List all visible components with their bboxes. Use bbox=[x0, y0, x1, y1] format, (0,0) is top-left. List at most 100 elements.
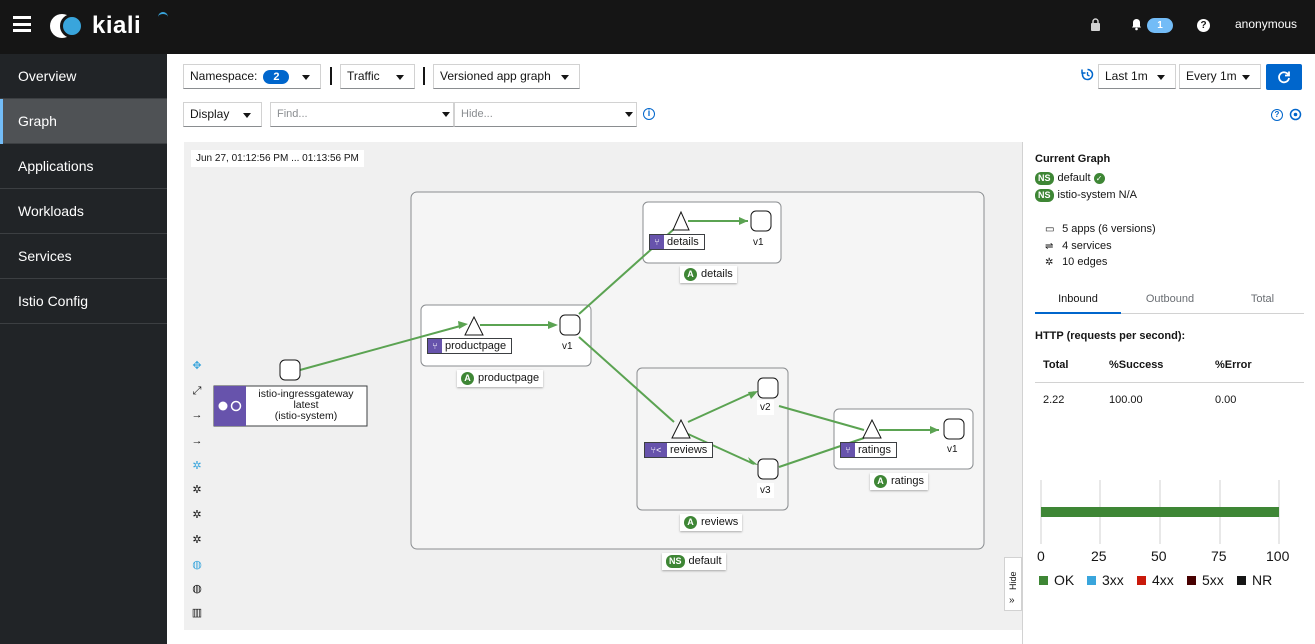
productpage-service-node[interactable]: ⑂productpage bbox=[427, 338, 513, 354]
services-count: ⇌ 4 services bbox=[1045, 240, 1112, 252]
history-icon[interactable] bbox=[1081, 68, 1094, 81]
http-title: HTTP (requests per second): bbox=[1035, 330, 1186, 342]
traffic-label: Traffic bbox=[347, 69, 380, 83]
sidebar-item-overview[interactable]: Overview bbox=[0, 54, 167, 99]
reviews-v3-label: v3 bbox=[757, 483, 774, 498]
traffic-dropdown[interactable]: Traffic bbox=[340, 64, 415, 89]
zoom-to-fit-icon[interactable]: ⤢ bbox=[192, 385, 202, 397]
tab-inbound[interactable]: Inbound bbox=[1035, 286, 1121, 314]
refresh-interval-dropdown[interactable]: Every 1m bbox=[1179, 64, 1261, 89]
display-label: Display bbox=[190, 107, 230, 121]
masthead: kiali 1 ? anonymous bbox=[0, 0, 1315, 54]
sidebar-item-services[interactable]: Services bbox=[0, 234, 167, 279]
kiali-logo[interactable]: kiali bbox=[50, 12, 141, 40]
display-dropdown[interactable]: Display bbox=[183, 102, 262, 127]
tab-outbound[interactable]: Outbound bbox=[1145, 293, 1195, 305]
pan-icon[interactable]: ✥ bbox=[192, 360, 202, 372]
details-v1-label: v1 bbox=[750, 235, 767, 250]
chevron-down-icon bbox=[243, 113, 251, 118]
ok-bar bbox=[1041, 507, 1279, 517]
chevron-down-icon bbox=[561, 75, 569, 80]
bell-icon[interactable] bbox=[1131, 18, 1142, 34]
table-cell-total: 2.22 bbox=[1043, 394, 1065, 406]
chevron-down-icon[interactable] bbox=[439, 103, 453, 126]
tick-label: 25 bbox=[1091, 548, 1107, 564]
zoom-in-icon[interactable]: → bbox=[191, 409, 203, 421]
chevron-down-icon[interactable] bbox=[622, 103, 636, 126]
duration-dropdown[interactable]: Last 1m bbox=[1098, 64, 1176, 89]
apps-count: ▭ 5 apps (6 versions) bbox=[1045, 223, 1156, 235]
find-placeholder: Find... bbox=[277, 108, 308, 120]
http-success-chart bbox=[1040, 480, 1280, 544]
applications-icon: ▭ bbox=[1045, 224, 1055, 235]
tab-total[interactable]: Total bbox=[1250, 293, 1275, 305]
layout-3-icon[interactable]: ✲ bbox=[192, 534, 202, 546]
service-graph[interactable] bbox=[184, 142, 1022, 630]
sidebar-item-workloads[interactable]: Workloads bbox=[0, 189, 167, 234]
graph-timestamp: Jun 27, 01:12:56 PM ... 01:13:56 PM bbox=[191, 150, 364, 167]
graph-help-icon[interactable]: ? bbox=[1271, 109, 1283, 121]
tick-label: 100 bbox=[1266, 548, 1290, 564]
tick-label: 75 bbox=[1211, 548, 1227, 564]
loading-spinner-icon bbox=[158, 12, 168, 22]
productpage-v1-label: v1 bbox=[559, 339, 576, 354]
layout-default-icon[interactable]: ✲ bbox=[192, 460, 202, 472]
graph-canvas[interactable]: Jun 27, 01:12:56 PM ... 01:13:56 PM bbox=[184, 142, 1022, 630]
chevron-down-icon bbox=[396, 75, 404, 80]
hide-input[interactable]: Hide... bbox=[454, 102, 637, 127]
legend-nr: NR bbox=[1237, 572, 1272, 588]
notification-badge[interactable]: 1 bbox=[1147, 18, 1173, 33]
reviews-service-node[interactable]: ⑂<reviews bbox=[644, 442, 714, 458]
sidebar-item-applications[interactable]: Applications bbox=[0, 144, 167, 189]
panel-title: Current Graph bbox=[1035, 153, 1111, 165]
layout-1-icon[interactable]: ✲ bbox=[192, 484, 202, 496]
namespace-layout-2-icon[interactable]: ◍ bbox=[192, 583, 202, 595]
chevron-down-icon bbox=[1157, 75, 1165, 80]
graph-type-dropdown[interactable]: Versioned app graph bbox=[433, 64, 580, 89]
zoom-out-icon[interactable]: → bbox=[191, 435, 203, 447]
ratings-service-node[interactable]: ⑂ratings bbox=[840, 442, 898, 458]
sidebar: Overview Graph Applications Workloads Se… bbox=[0, 54, 167, 644]
graph-tour-icon[interactable] bbox=[1289, 108, 1302, 121]
table-header-error: %Error bbox=[1215, 359, 1252, 371]
namespace-layout-icon[interactable]: ◍ bbox=[192, 559, 202, 571]
main-content: Namespace:2 Traffic Versioned app graph … bbox=[167, 54, 1315, 644]
hamburger-menu-icon[interactable] bbox=[13, 16, 31, 32]
legend-5xx: 5xx bbox=[1187, 572, 1224, 588]
edges-count: ✲ 10 edges bbox=[1045, 256, 1108, 268]
layout-2-icon[interactable]: ✲ bbox=[192, 509, 202, 521]
sidebar-item-graph[interactable]: Graph bbox=[0, 99, 167, 144]
legend-ok: OK bbox=[1039, 572, 1074, 588]
details-service-node[interactable]: ⑂details bbox=[649, 234, 705, 250]
hide-panel-label: Hide bbox=[1008, 571, 1018, 590]
tick-label: 50 bbox=[1151, 548, 1167, 564]
reviews-v2-label: v2 bbox=[757, 400, 774, 415]
table-divider bbox=[1035, 382, 1304, 383]
services-icon: ⇌ bbox=[1045, 241, 1054, 252]
sidebar-item-istio-config[interactable]: Istio Config bbox=[0, 279, 167, 324]
user-menu[interactable]: anonymous bbox=[1235, 17, 1298, 31]
namespace-dropdown[interactable]: Namespace: 2 bbox=[183, 64, 321, 89]
namespace-count-badge: 2 bbox=[263, 70, 290, 84]
table-cell-success: 100.00 bbox=[1109, 394, 1143, 406]
namespace-label: Namespace: bbox=[190, 69, 258, 83]
graph-type-label: Versioned app graph bbox=[440, 69, 551, 83]
tick-label: 0 bbox=[1037, 548, 1045, 564]
traffic-tabs: Inbound Outbound Total bbox=[1035, 286, 1304, 314]
info-icon[interactable]: i bbox=[643, 108, 655, 120]
lock-icon[interactable] bbox=[1090, 18, 1101, 34]
ingress-gateway-label[interactable]: istio-ingressgateway latest (istio-syste… bbox=[258, 388, 354, 422]
check-circle-icon: ✓ bbox=[1093, 172, 1105, 184]
hide-panel-tab[interactable]: Hide» bbox=[1004, 557, 1022, 611]
legend-map-icon[interactable]: ▥ bbox=[191, 607, 203, 619]
refresh-button[interactable] bbox=[1266, 64, 1302, 90]
help-icon[interactable]: ? bbox=[1197, 19, 1210, 32]
find-input[interactable]: Find... bbox=[270, 102, 454, 127]
